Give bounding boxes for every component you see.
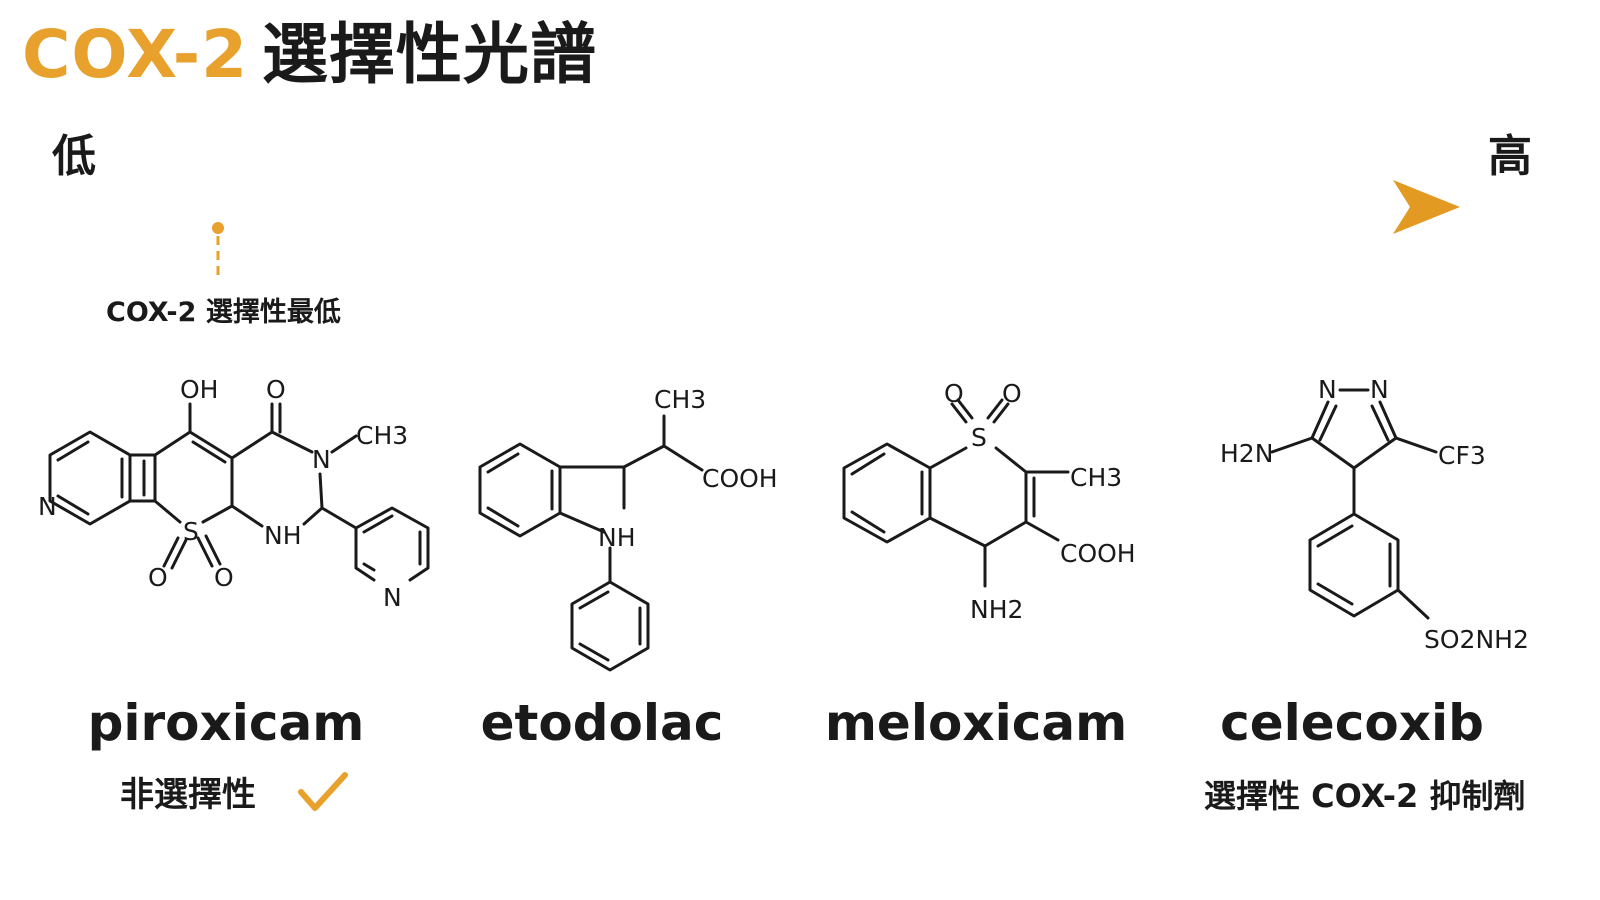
svg-text:SO2NH2: SO2NH2 (1424, 625, 1529, 654)
svg-text:N: N (1318, 375, 1337, 404)
svg-text:CH3: CH3 (1070, 463, 1122, 492)
svg-text:N: N (312, 445, 331, 474)
drug-note-celecoxib: 選擇性 COX-2 抑制劑 (1204, 777, 1526, 815)
axis-arrowhead (1393, 180, 1460, 234)
axis-high-label: 高 (1488, 131, 1532, 182)
structure-etodolac: CH3 COOH NH (478, 385, 778, 672)
structure-celecoxib: N N H2N CF3 SO2NH2 (1220, 375, 1529, 654)
svg-text:O: O (944, 379, 964, 408)
svg-text:N: N (1370, 375, 1389, 404)
structure-piroxicam: OH O N CH3 N S O O NH N (38, 375, 430, 612)
svg-text:H2N: H2N (1220, 439, 1273, 468)
marker-label: COX-2 選擇性最低 (106, 297, 341, 328)
svg-text:COOH: COOH (1060, 539, 1136, 568)
svg-text:CF3: CF3 (1438, 441, 1486, 470)
drug-name-meloxicam: meloxicam (824, 694, 1128, 752)
svg-text:S: S (183, 517, 199, 546)
selectivity-axis (104, 180, 1460, 278)
svg-text:O: O (266, 375, 286, 404)
molecule-structures: OH O N CH3 N S O O NH N CH3 COOH (38, 375, 1529, 672)
drug-name-etodolac: etodolac (480, 694, 724, 752)
drug-note-piroxicam: 非選擇性 (120, 775, 256, 815)
marker-dot (212, 222, 224, 234)
drug-name-celecoxib: celecoxib (1220, 694, 1484, 752)
svg-text:N: N (38, 492, 57, 521)
svg-text:S: S (971, 423, 987, 452)
structure-meloxicam: O O S CH3 COOH NH2 (842, 379, 1136, 624)
check-icon (298, 772, 348, 811)
svg-text:COOH: COOH (702, 464, 778, 493)
title-accent: COX-2 (22, 16, 249, 93)
axis-low-label: 低 (52, 131, 96, 182)
svg-text:O: O (214, 563, 234, 592)
svg-text:NH: NH (598, 523, 636, 552)
svg-text:O: O (148, 563, 168, 592)
svg-text:CH3: CH3 (654, 385, 706, 414)
svg-text:NH2: NH2 (970, 595, 1023, 624)
svg-text:NH: NH (264, 521, 302, 550)
svg-text:OH: OH (180, 375, 218, 404)
svg-text:O: O (1002, 379, 1022, 408)
title-main: 選擇性光譜 (262, 16, 598, 93)
drug-name-piroxicam: piroxicam (87, 694, 365, 752)
svg-text:N: N (383, 583, 402, 612)
svg-text:CH3: CH3 (356, 421, 408, 450)
